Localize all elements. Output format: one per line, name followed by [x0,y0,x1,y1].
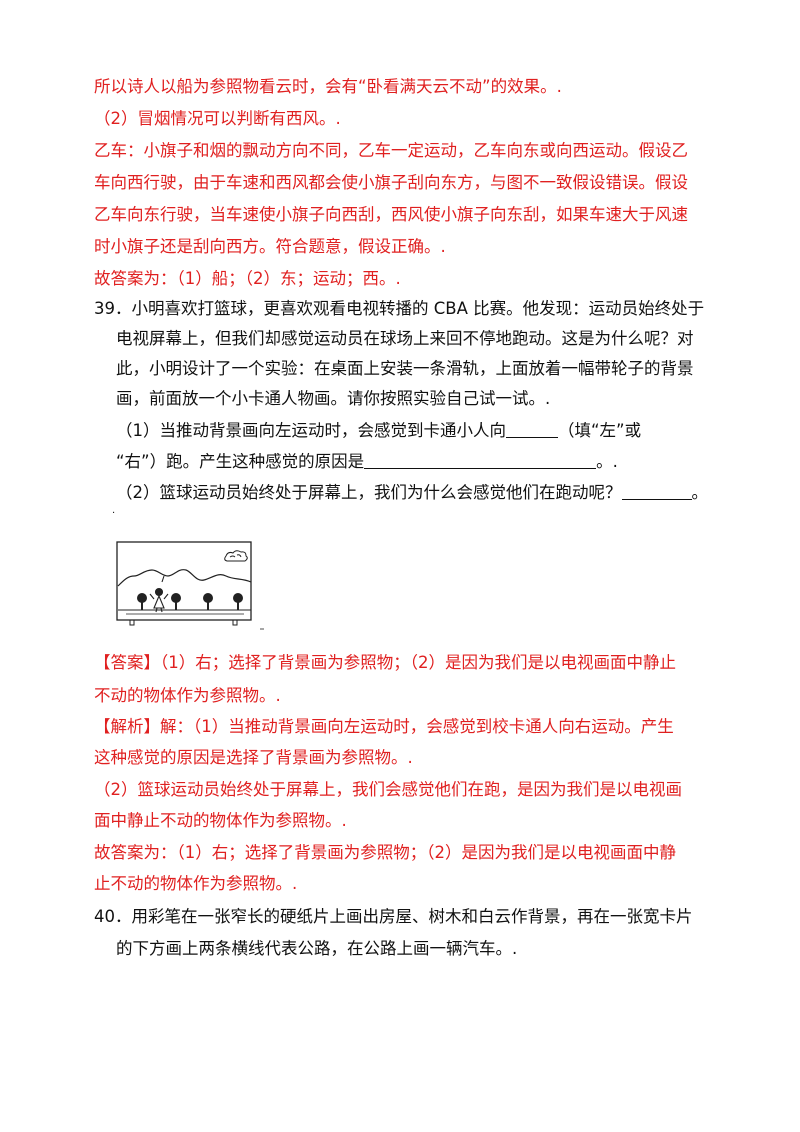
question-text: （填“左”或 [558,421,642,440]
answer-line: 不动的物体作为参照物。. [94,686,281,705]
analysis-line: 面中静止不动的物体作为参照物。. [94,811,347,830]
question-text: 。 [691,483,709,502]
analysis-line: 这种感觉的原因是选择了背景画为参照物。. [94,748,413,767]
analysis-line: 乙车：小旗子和烟的飘动方向不同，乙车一定运动，乙车向东或向西运动。假设乙 [94,141,688,160]
answer-line: 【答案】（1）右；选择了背景画为参照物；（2）是因为我们是以电视画面中静止 [94,652,676,674]
question-text: 。. [596,452,618,471]
answer-summary-line: 故答案为：（1）船；（2）东；运动；西。. [94,269,401,288]
answer-tag: 【答案】 [94,653,160,672]
analysis-line: 【解析】解：（1）当推动背景画向左运动时，会感觉到校卡通人向右运动。产生 [94,716,674,738]
answer-text: （1）右；选择了背景画为参照物；（2）是因为我们是以电视画面中静止 [160,653,676,672]
background-painting-figure [116,540,268,636]
analysis-line: 所以诗人以船为参照物看云时，会有“卧看满天云不动”的效果。. [94,77,562,96]
question-39-stem: 电视屏幕上，但我们却感觉运动员在球场上来回不停地跑动。这是为什么呢？对 [116,329,694,348]
question-39-part-1-cont: “右”）跑。产生这种感觉的原因是 。. [116,451,618,473]
question-40-stem: 的下方画上两条横线代表公路，在公路上画一辆汽车。. [116,939,518,958]
question-text: （1）当推动背景画向左运动时，会感觉到卡通小人向 [116,421,506,440]
cloud-icon [224,550,248,562]
question-text: （2）篮球运动员始终处于屏幕上，我们为什么会感觉他们在跑动呢？ [116,483,622,502]
analysis-tag: 【解析】 [94,717,160,736]
question-39-stem: 画，前面放一个小卡通人物画。请你按照实验自己试一试。. [116,389,551,408]
analysis-line: 车向西行驶，由于车速和西风都会使小旗子刮向东方，与图不一致假设错误。假设 [94,173,688,192]
answer-blank[interactable] [506,421,558,438]
tree-icon [137,593,243,610]
question-40-stem: 40．用彩笔在一张窄长的硬纸片上画出房屋、树木和白云作背景，再在一张宽卡片 [94,907,693,926]
analysis-line: （2）冒烟情况可以判断有西风。. [94,109,341,128]
analysis-line: 止不动的物体作为参照物。. [94,874,298,893]
cartoon-person-icon [149,575,169,613]
analysis-line: 乙车向东行驶，当车速使小旗子向西刮，西风使小旗子向东刮，如果车速大于风速 [94,205,688,224]
answer-blank[interactable] [364,452,597,469]
question-39-stem: 此，小明设计了一个实验：在桌面上安装一条滑轨，上面放着一幅带轮子的背景 [116,359,694,378]
question-text: “右”）跑。产生这种感觉的原因是 [116,452,365,471]
answer-blank[interactable] [621,483,692,500]
figure-drawing [116,541,264,630]
question-39-stem: 39．小明喜欢打篮球，更喜欢观看电视转播的 CBA 比赛。他发现：运动员始终处于 [94,299,705,318]
analysis-line: （2）篮球运动员始终处于屏幕上，我们会感觉他们在跑，是因为我们是以电视画 [94,780,682,799]
question-39-part-2: （2）篮球运动员始终处于屏幕上，我们为什么会感觉他们在跑动呢？ 。 [116,482,708,504]
stray-mark: . [112,505,116,516]
question-39-part-1: （1）当推动背景画向左运动时，会感觉到卡通小人向 （填“左”或 [116,420,641,442]
mountain-outline [117,569,252,587]
analysis-line: 故答案为：（1）右；选择了背景画为参照物；（2）是因为我们是以电视画面中静 [94,843,676,862]
analysis-text: 解：（1）当推动背景画向左运动时，会感觉到校卡通人向右运动。产生 [160,717,674,736]
analysis-line: 时小旗子还是刮向西方。符合题意，假设正确。. [94,237,446,256]
